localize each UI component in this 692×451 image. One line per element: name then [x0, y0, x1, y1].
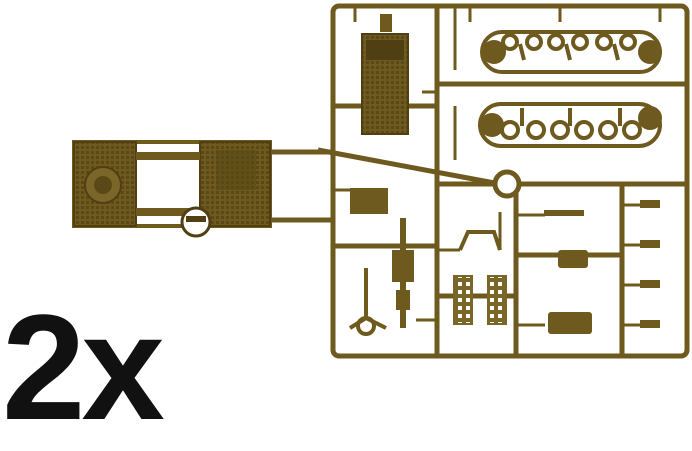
- track-run-upper: [480, 30, 662, 74]
- ladder-part: [453, 275, 507, 325]
- machine-gun-part: [392, 218, 414, 328]
- sprue-image: [72, 3, 690, 359]
- hull-part: [361, 14, 409, 135]
- detail-parts: [544, 200, 660, 334]
- sprue-frame: [270, 3, 690, 359]
- quantity-label: 2x: [2, 283, 165, 451]
- sprue-hub: [492, 169, 522, 199]
- chassis-part: [72, 140, 272, 238]
- mount-part: [350, 188, 502, 251]
- tripod-part: [348, 268, 387, 336]
- track-run-lower: [478, 102, 662, 148]
